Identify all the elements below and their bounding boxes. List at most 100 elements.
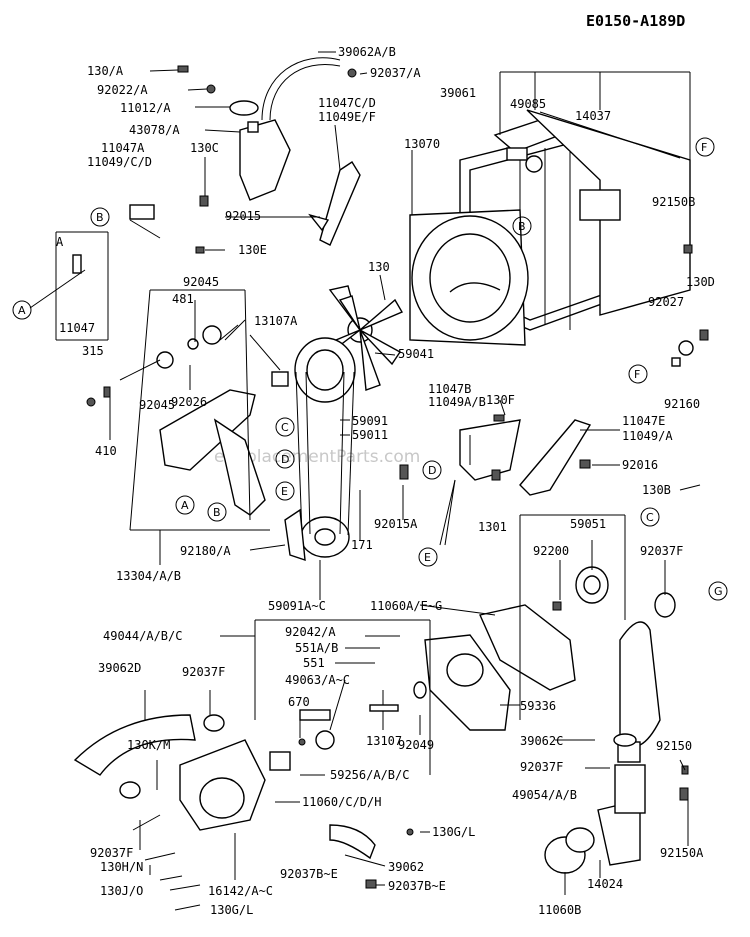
bracket-upper-drawing <box>308 161 361 246</box>
label-410: 410 <box>95 444 117 458</box>
label-92150a: 92150A <box>660 846 704 860</box>
label-171: 171 <box>351 538 373 552</box>
label-130h-n: 130H/N <box>100 860 143 874</box>
callout-b-bracket: B <box>207 502 227 522</box>
label-670: 670 <box>288 695 310 709</box>
lower-left-hose-drawing <box>73 714 225 881</box>
label-130k-m: 130K/M <box>127 738 170 752</box>
callout-e-mid: E <box>275 481 295 501</box>
label-59336: 59336 <box>520 699 556 713</box>
svg-text:E: E <box>281 485 288 498</box>
callout-g-right: G <box>708 581 728 601</box>
label-59041: 59041 <box>398 347 434 361</box>
label-11060-c-d-h: 11060/C/D/H <box>302 795 381 809</box>
label-39062d: 39062D <box>98 661 141 675</box>
label-59256-a-b-c: 59256/A/B/C <box>330 768 409 782</box>
label-59051: 59051 <box>570 517 606 531</box>
svg-text:A: A <box>181 499 189 512</box>
svg-text:G: G <box>714 585 723 598</box>
label-14037: 14037 <box>575 109 611 123</box>
callout-d-right: D <box>422 460 442 480</box>
callout-c-mid: C <box>275 417 295 437</box>
svg-text:F: F <box>701 141 707 154</box>
lower-right-parts-drawing <box>329 733 689 889</box>
label-92150: 92150 <box>656 739 692 753</box>
label-59091a-c: 59091A~C <box>268 599 326 613</box>
label-130b: 130B <box>642 483 671 497</box>
label-130j-o: 130J/O <box>100 884 143 898</box>
label-92037f-mid: 92037F <box>520 760 563 774</box>
label-13304-a-b: 13304/A/B <box>116 569 181 583</box>
label-130e: 130E <box>238 243 267 257</box>
label-92026: 92026 <box>171 395 207 409</box>
label-11049-c-d: 11049/C/D <box>87 155 152 169</box>
label-92037-a: 92037/A <box>370 66 421 80</box>
label-39061: 39061 <box>440 86 476 100</box>
label-92045-lower: 92045 <box>139 398 175 412</box>
label-59091: 59091 <box>352 414 388 428</box>
label-92180-a: 92180/A <box>180 544 231 558</box>
label-49085: 49085 <box>510 97 546 111</box>
right-bracket-drawing <box>399 244 709 496</box>
svg-text:D: D <box>281 453 289 466</box>
label-11047: 11047 <box>59 321 95 335</box>
svg-text:F: F <box>634 368 640 381</box>
part-labels: 130/A 92022/A 11012/A 43078/A 11047A 110… <box>56 45 715 917</box>
label-detail-a: A <box>56 235 64 249</box>
watermark: eReplacementParts.com <box>214 447 420 467</box>
label-92015a: 92015A <box>374 517 418 531</box>
label-92022-a: 92022/A <box>97 83 148 97</box>
diagram-code: E0150-A189D <box>586 12 685 30</box>
label-92016: 92016 <box>622 458 658 472</box>
label-481: 481 <box>172 292 194 306</box>
label-130c: 130C <box>190 141 219 155</box>
callout-d-mid: D <box>275 449 295 469</box>
label-39062a-b: 39062A/B <box>338 45 396 59</box>
label-551a-b: 551A/B <box>295 641 338 655</box>
label-43078-a: 43078/A <box>129 123 180 137</box>
label-92037f-lower-left: 92037F <box>90 846 133 860</box>
label-92042-a: 92042/A <box>285 625 336 639</box>
label-11060a-e-g: 11060A/E~G <box>370 599 442 613</box>
label-92027: 92027 <box>648 295 684 309</box>
label-39062: 39062 <box>388 860 424 874</box>
label-92200: 92200 <box>533 544 569 558</box>
svg-text:A: A <box>18 304 26 317</box>
fan-belt-drawing <box>284 337 356 562</box>
label-92015: 92015 <box>225 209 261 223</box>
label-130-a: 130/A <box>87 64 124 78</box>
callout-f-top: F <box>695 137 715 157</box>
label-49054-a-b: 49054/A/B <box>512 788 577 802</box>
thermostat-drawing <box>179 690 399 831</box>
label-11012-a: 11012/A <box>120 101 171 115</box>
callout-c-right: C <box>640 507 660 527</box>
svg-text:B: B <box>518 220 526 233</box>
svg-text:C: C <box>646 511 654 524</box>
label-130: 130 <box>368 260 390 274</box>
label-11049e-f: 11049E/F <box>318 110 376 124</box>
upper-left-hardware <box>72 65 357 407</box>
callout-b-left: B <box>90 207 110 227</box>
label-39062c: 39062C <box>520 734 563 748</box>
label-92150b: 92150B <box>652 195 695 209</box>
label-49044-a-b-c: 49044/A/B/C <box>103 629 182 643</box>
label-13107a: 13107A <box>254 314 298 328</box>
label-130d: 130D <box>686 275 715 289</box>
svg-text:B: B <box>96 211 104 224</box>
label-315: 315 <box>82 344 104 358</box>
callout-a-bracket: A <box>175 495 195 515</box>
label-13070: 13070 <box>404 137 440 151</box>
water-pump-drawing <box>413 566 676 748</box>
svg-text:C: C <box>281 421 289 434</box>
callout-b-radiator: B <box>512 216 532 236</box>
svg-text:B: B <box>213 506 221 519</box>
leader-lines <box>29 51 701 911</box>
label-551: 551 <box>303 656 325 670</box>
label-49063-a-c: 49063/A~C <box>285 673 350 687</box>
label-14024: 14024 <box>587 877 623 891</box>
label-13107: 13107 <box>366 734 402 748</box>
callout-e-lower: E <box>418 547 438 567</box>
label-130g-l-mid: 130G/L <box>432 825 475 839</box>
label-130g-l-bottom: 130G/L <box>210 903 253 917</box>
